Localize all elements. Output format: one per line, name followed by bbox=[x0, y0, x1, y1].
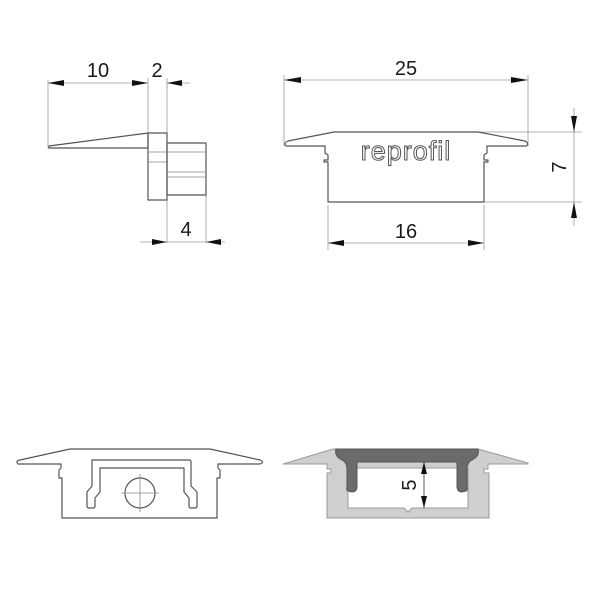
arrow-icon bbox=[421, 462, 427, 474]
front-view: 25 reprofil 16 7 bbox=[283, 58, 582, 250]
arrow-icon bbox=[571, 116, 577, 132]
arrow-icon bbox=[468, 240, 484, 246]
arrow-icon bbox=[571, 202, 577, 218]
dim-height: 7 bbox=[549, 161, 571, 172]
arrow-icon bbox=[421, 496, 427, 508]
arrow-icon bbox=[48, 80, 64, 86]
dim-insert-depth: 4 bbox=[180, 219, 191, 241]
arrow-icon bbox=[328, 240, 344, 246]
side-view: 10 2 4 bbox=[47, 60, 225, 245]
arrow-icon bbox=[132, 80, 148, 86]
arrow-icon bbox=[511, 77, 528, 83]
arrow-icon bbox=[284, 77, 301, 83]
dim-cap-thickness: 2 bbox=[151, 60, 162, 82]
arrow-icon bbox=[152, 239, 167, 245]
arrow-icon bbox=[206, 239, 221, 245]
dim-total-width: 25 bbox=[395, 58, 417, 80]
dim-inner-depth: 5 bbox=[399, 479, 421, 490]
section-cap-view bbox=[16, 448, 264, 519]
dim-insert-width: 16 bbox=[395, 221, 417, 243]
arrow-icon bbox=[167, 80, 182, 86]
dim-flange-length: 10 bbox=[87, 60, 109, 82]
brand-logo: reprofil bbox=[361, 136, 452, 166]
section-profile-view: 5 bbox=[282, 448, 529, 519]
